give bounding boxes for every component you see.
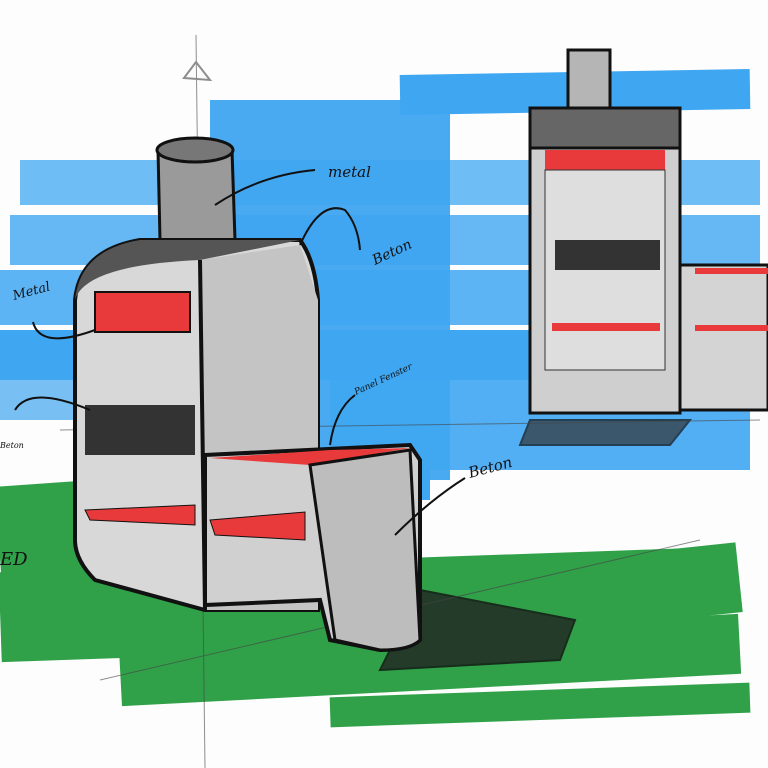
main-grill-unit: [73, 136, 422, 653]
front-elevation-view: [528, 48, 768, 415]
label-left-mid: Beton: [0, 441, 24, 450]
label-left-bottom: ED: [0, 549, 28, 570]
label-metal-chimney: metal: [328, 163, 371, 181]
annotation-leaders: [14, 169, 466, 536]
